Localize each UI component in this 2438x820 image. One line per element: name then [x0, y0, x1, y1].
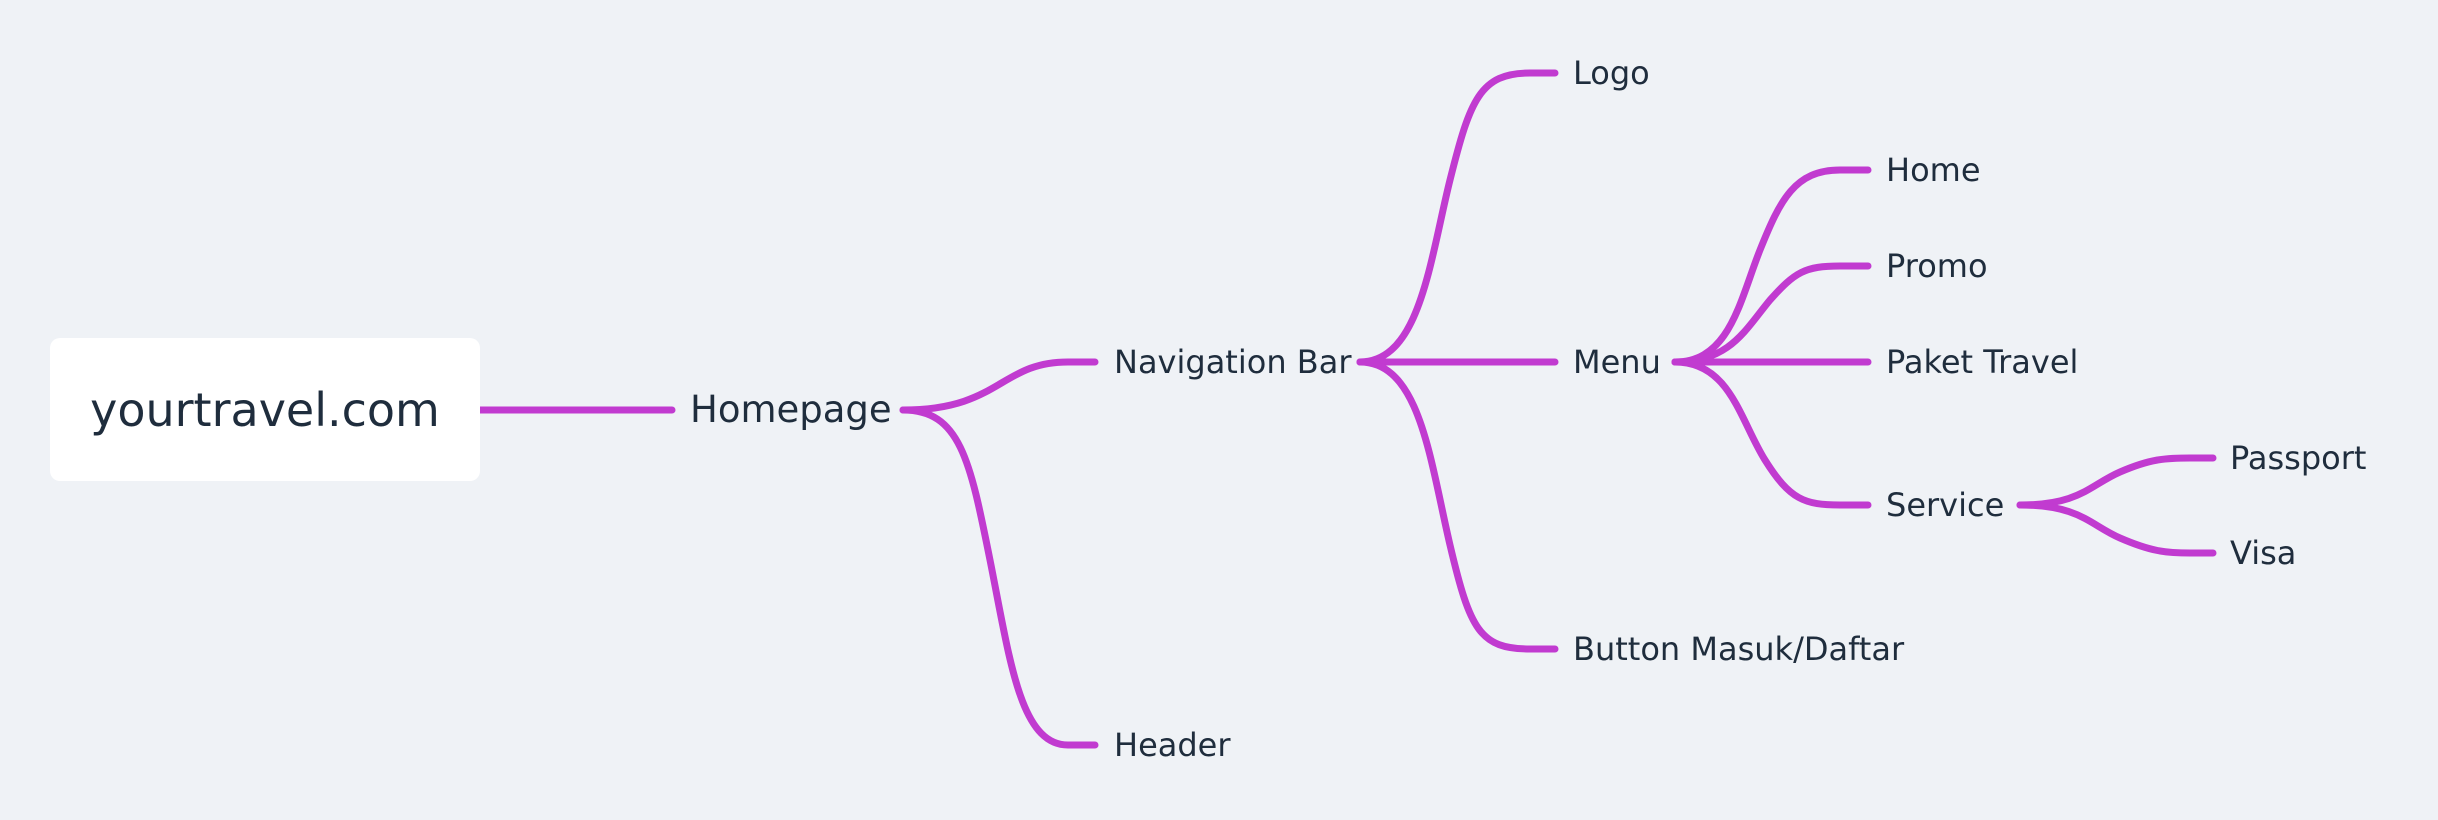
node-navigation-bar[interactable]: Navigation Bar [1114, 343, 1352, 381]
root-node-label: yourtravel.com [90, 382, 440, 437]
node-header[interactable]: Header [1114, 726, 1231, 764]
root-node[interactable]: yourtravel.com [50, 338, 480, 481]
link-navigation-bar-button [1356, 358, 1559, 653]
node-button-masuk-daftar[interactable]: Button Masuk/Daftar [1573, 630, 1905, 668]
link-menu-promo [1671, 262, 1872, 366]
link-navigation-bar-logo [1356, 69, 1559, 366]
node-promo[interactable]: Promo [1886, 247, 1988, 285]
link-service-passport [2016, 454, 2217, 509]
node-service[interactable]: Service [1886, 486, 2005, 524]
node-logo[interactable]: Logo [1573, 54, 1650, 92]
link-service-visa [2016, 501, 2217, 557]
link-homepage-header [899, 406, 1099, 749]
node-visa[interactable]: Visa [2230, 534, 2297, 572]
node-passport[interactable]: Passport [2230, 439, 2367, 477]
link-homepage-navigation-bar [899, 358, 1099, 414]
node-homepage[interactable]: Homepage [690, 388, 892, 431]
node-home[interactable]: Home [1886, 151, 1981, 189]
link-menu-service [1671, 358, 1872, 509]
link-menu-home [1671, 166, 1872, 366]
node-menu[interactable]: Menu [1573, 343, 1661, 381]
node-paket-travel[interactable]: Paket Travel [1886, 343, 2079, 381]
